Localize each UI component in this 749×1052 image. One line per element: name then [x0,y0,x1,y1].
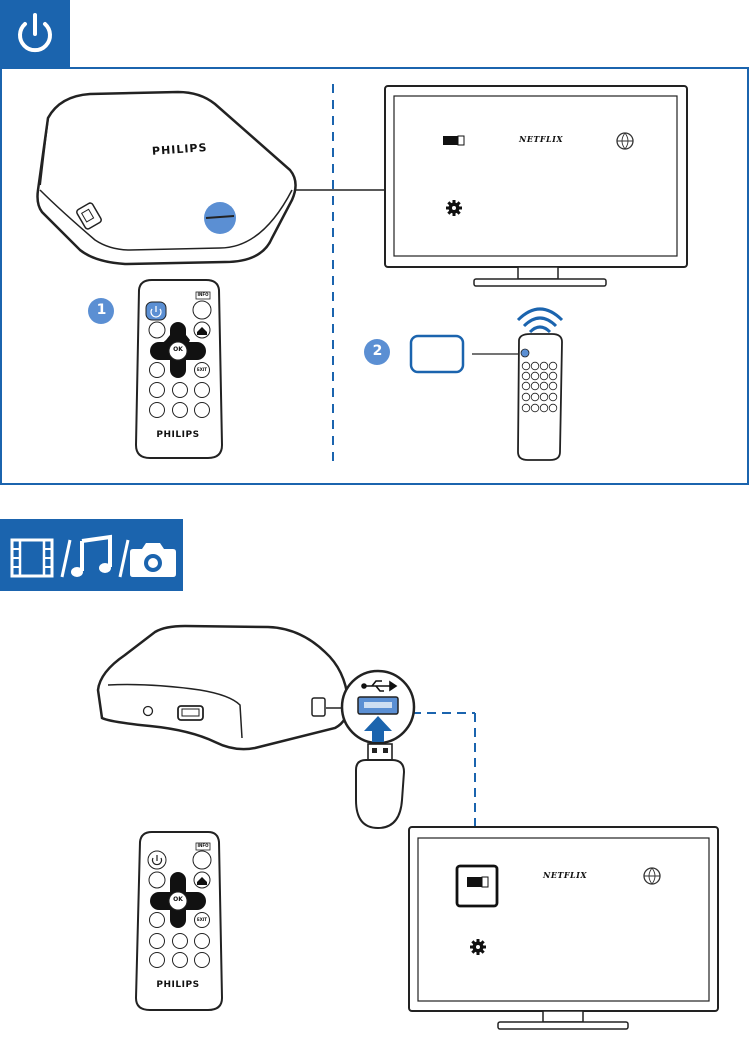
media-player-back-view [98,626,348,749]
media-section-tab [0,519,183,591]
wireless-signal-icon [518,309,562,332]
tv-power-button-callout [411,336,463,372]
netflix-logo: NETFLIX [519,134,563,144]
remote-exit-label: EXIT [194,917,210,922]
remote-info-label: INFO [196,843,210,848]
step-1-number: 1 [95,302,108,318]
tv-remote-control [518,334,562,460]
remote-ok-label: OK [169,346,187,353]
media-player-icon [467,877,482,887]
remote-brand-logo: PHILIPS [148,430,208,440]
camera-icon [0,519,183,591]
remote-info-label: INFO [196,292,210,297]
remote-brand-logo: PHILIPS [148,980,208,990]
netflix-logo: NETFLIX [543,870,587,880]
tv-screen [385,86,687,286]
media-player-icon [443,136,458,145]
settings-gear-icon [470,939,486,955]
tv-screen [409,827,718,1029]
settings-gear-icon [446,200,462,216]
media-player-box [38,92,296,264]
usb-flash-drive [356,744,404,828]
remote-exit-label: EXIT [194,367,210,372]
step-2-number: 2 [371,343,384,359]
remote-ok-label: OK [169,896,187,903]
